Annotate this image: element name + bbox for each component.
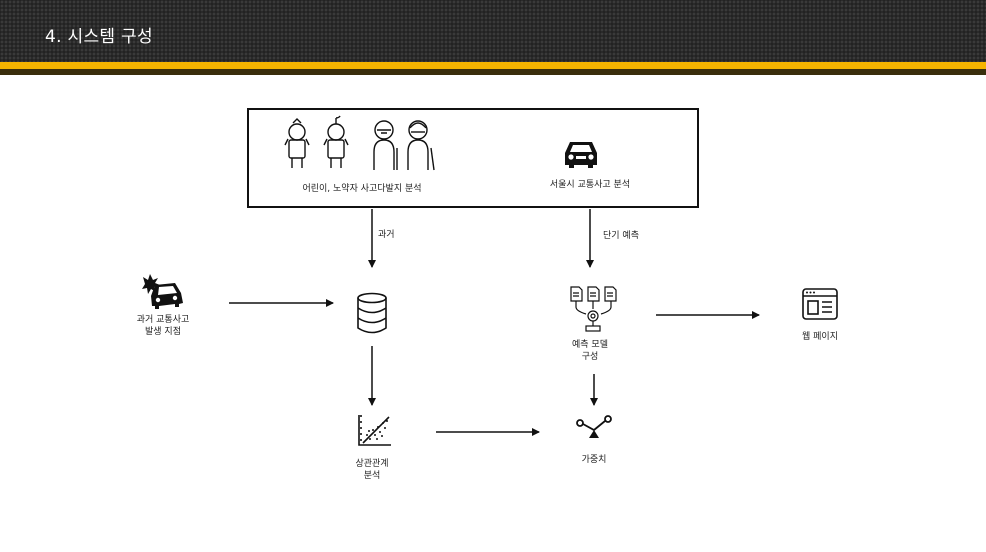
past-accident-sites-label-line2: 발생 지점 (145, 327, 181, 337)
database-icon (357, 292, 387, 334)
edge-label-short-term: 단기 예측 (603, 231, 639, 241)
model-pipeline-icon (570, 286, 617, 332)
prediction-model-label-line1: 예측 모델 (572, 340, 608, 350)
accent-stripe-dark (0, 69, 986, 75)
prediction-model-label: 예측 모델 구성 (555, 339, 625, 363)
seoul-accidents-label: 서울시 교통사고 분석 (549, 180, 631, 190)
web-page-icon (802, 288, 838, 320)
children-elderly-icon (284, 115, 435, 171)
children-elderly-label: 어린이, 노약자 사고다발지 분석 (302, 184, 422, 194)
edge-label-past: 과거 (378, 230, 395, 240)
car-crash-icon (142, 274, 183, 309)
data-source-group (247, 108, 699, 208)
past-accident-sites-label: 과거 교통사고 발생 지점 (118, 314, 208, 338)
car-icon (565, 142, 597, 168)
weights-icon (576, 415, 612, 438)
prediction-model-label-line2: 구성 (581, 352, 599, 362)
accent-stripe (0, 62, 986, 69)
web-page-label: 웹 페이지 (802, 332, 838, 342)
header-bar: 4. 시스템 구성 (0, 0, 986, 62)
weights-label: 가중치 (581, 455, 607, 465)
page-title: 4. 시스템 구성 (45, 27, 153, 47)
past-accident-sites-label-line1: 과거 교통사고 (136, 315, 190, 325)
correlation-label-line1: 상관관계 (355, 459, 389, 469)
correlation-label: 상관관계 분석 (336, 458, 408, 482)
scatter-plot-icon (358, 415, 391, 446)
correlation-label-line2: 분석 (363, 471, 381, 481)
